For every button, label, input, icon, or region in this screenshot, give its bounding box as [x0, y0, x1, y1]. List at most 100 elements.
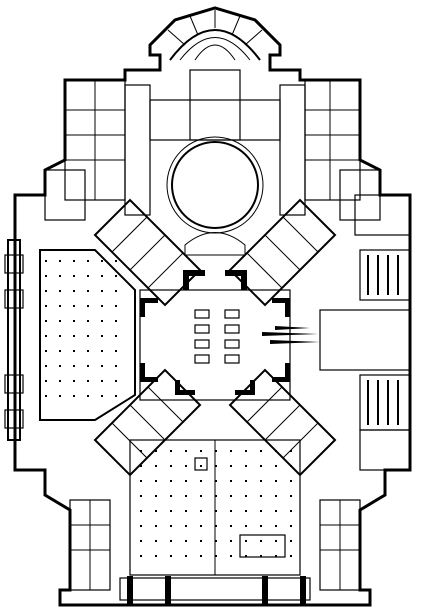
column-dot	[245, 465, 247, 467]
column-dot	[290, 555, 292, 557]
column-dot	[59, 320, 61, 322]
column-dot	[155, 465, 157, 467]
column-dot	[140, 495, 142, 497]
column-dot	[170, 540, 172, 542]
column-dot	[45, 320, 47, 322]
column-dot	[87, 305, 89, 307]
column-dot	[115, 395, 117, 397]
column-dot	[170, 495, 172, 497]
diagonal-wing-lower-left	[93, 368, 202, 477]
column-dot	[87, 365, 89, 367]
column-dot	[101, 380, 103, 382]
column-dot	[290, 495, 292, 497]
column-dot	[45, 275, 47, 277]
column-dot	[260, 540, 262, 542]
left-courtyard	[39, 249, 136, 421]
column-dot	[185, 540, 187, 542]
column-dot	[73, 365, 75, 367]
column-dot	[245, 540, 247, 542]
column-dot	[230, 510, 232, 512]
column-dot	[185, 555, 187, 557]
column-dot	[200, 510, 202, 512]
lower-left-wing	[69, 499, 111, 591]
column-dot	[140, 450, 142, 452]
column-dot	[260, 555, 262, 557]
column-dot	[170, 465, 172, 467]
column-dot	[200, 555, 202, 557]
left-courtyard-columns	[45, 260, 117, 397]
column-dot	[87, 350, 89, 352]
column-dot	[155, 480, 157, 482]
column-dot	[275, 555, 277, 557]
right-stacks-lower	[367, 380, 399, 425]
column-dot	[170, 525, 172, 527]
column-dot	[200, 450, 202, 452]
column-dot	[87, 260, 89, 262]
column-dot	[185, 450, 187, 452]
column-dot	[59, 395, 61, 397]
east-entrance-spires	[262, 326, 320, 344]
column-dot	[87, 320, 89, 322]
column-dot	[170, 555, 172, 557]
column-dot	[101, 320, 103, 322]
column-dot	[101, 275, 103, 277]
column-dot	[115, 335, 117, 337]
column-dot	[59, 260, 61, 262]
column-dot	[59, 380, 61, 382]
column-dot	[215, 540, 217, 542]
column-dot	[73, 305, 75, 307]
column-dot	[170, 510, 172, 512]
column-dot	[200, 525, 202, 527]
bottom-portico	[119, 576, 311, 604]
column-dot	[290, 465, 292, 467]
column-dot	[73, 320, 75, 322]
column-dot	[155, 450, 157, 452]
column-dot	[155, 495, 157, 497]
column-dot	[290, 480, 292, 482]
column-dot	[73, 335, 75, 337]
column-dot	[200, 495, 202, 497]
column-dot	[45, 365, 47, 367]
column-dot	[215, 510, 217, 512]
column-dot	[59, 275, 61, 277]
column-dot	[245, 510, 247, 512]
column-dot	[230, 525, 232, 527]
central-piers	[140, 270, 290, 395]
column-dot	[275, 465, 277, 467]
diagonal-wing-lower-right	[228, 368, 337, 477]
column-dot	[260, 525, 262, 527]
column-dot	[275, 525, 277, 527]
column-dot	[101, 260, 103, 262]
column-dot	[140, 480, 142, 482]
column-dot	[87, 335, 89, 337]
column-dot	[59, 335, 61, 337]
column-dot	[230, 465, 232, 467]
column-dot	[115, 320, 117, 322]
column-dot	[140, 510, 142, 512]
left-colonnade	[4, 254, 24, 429]
outer-perimeter	[7, 6, 412, 607]
column-dot	[87, 380, 89, 382]
right-wing	[319, 194, 411, 471]
column-dot	[87, 275, 89, 277]
column-dot	[185, 510, 187, 512]
column-dot	[45, 335, 47, 337]
column-dot	[245, 450, 247, 452]
column-dot	[275, 510, 277, 512]
column-dot	[290, 525, 292, 527]
column-dot	[170, 450, 172, 452]
lower-hall-columns	[140, 450, 292, 557]
column-dot	[215, 465, 217, 467]
column-dot	[215, 480, 217, 482]
column-dot	[260, 450, 262, 452]
column-dot	[140, 525, 142, 527]
column-dot	[200, 480, 202, 482]
column-dot	[260, 510, 262, 512]
column-dot	[215, 450, 217, 452]
column-dot	[155, 555, 157, 557]
column-dot	[45, 350, 47, 352]
column-dot	[290, 540, 292, 542]
central-crossing	[139, 270, 320, 401]
column-dot	[59, 305, 61, 307]
